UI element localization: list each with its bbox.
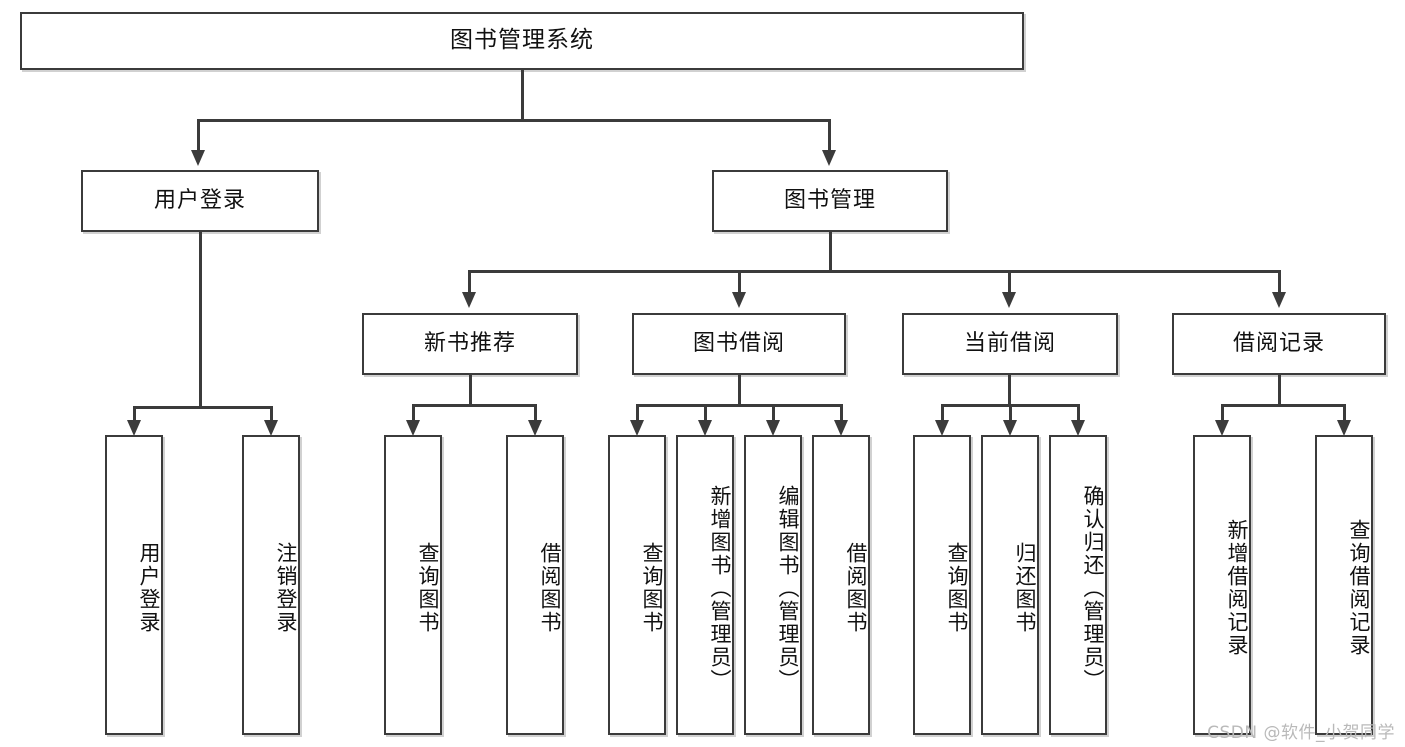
arrowhead-leaf-book-borrow-3 [766,420,780,436]
arrowhead-leaf-borrow-record-2 [1337,420,1351,436]
node-book-manage[interactable]: 图书管理 [712,170,948,232]
leaf-user-login-login[interactable]: 用户登录 [105,435,163,735]
connector-book-manage-stem [829,232,832,272]
connector-book-borrow-stem [738,375,741,406]
arrowhead-leaf-current-borrow-3 [1071,420,1085,436]
connector-book-borrow-child-3 [772,404,775,422]
connector-borrow-record-stem [1278,375,1281,406]
node-borrow-record[interactable]: 借阅记录 [1172,313,1386,375]
leaf-user-login-logout[interactable]: 注销登录 [242,435,300,735]
node-root-system[interactable]: 图书管理系统 [20,12,1024,70]
connector-book-manage-bus [468,270,1280,273]
leaf-label: 查询图书 [640,542,664,634]
connector-user-login-child-2 [270,406,273,422]
node-user-login[interactable]: 用户登录 [81,170,319,232]
connector-book-manage-child-3 [1008,270,1011,294]
leaf-label: 新增借阅记录 [1225,519,1249,657]
connector-book-borrow-bus [636,404,842,407]
leaf-borrow-record-query-record[interactable]: 查询借阅记录 [1315,435,1373,735]
leaf-current-borrow-confirm-return[interactable]: 确认归还（管理员） [1049,435,1107,735]
leaf-label: 借阅图书 [538,542,562,634]
arrowhead-leaf-new-book-1 [406,420,420,436]
connector-book-borrow-child-1 [636,404,639,422]
node-book-borrow[interactable]: 图书借阅 [632,313,846,375]
arrowhead-leaf-new-book-2 [528,420,542,436]
arrowhead-user-login [191,150,205,166]
connector-current-borrow-stem [1008,375,1011,406]
connector-root-stem [521,70,524,120]
leaf-label: 编辑图书（管理员） [776,484,800,692]
arrowhead-new-book-recommend [462,292,476,308]
leaf-label: 查询借阅记录 [1347,519,1371,657]
arrowhead-leaf-user-login-2 [264,420,278,436]
connector-new-book-child-1 [412,404,415,422]
connector-book-manage-child-4 [1278,270,1281,294]
leaf-new-book-query-book[interactable]: 查询图书 [384,435,442,735]
connector-book-manage-child-2 [738,270,741,294]
connector-user-login-stem [199,232,202,408]
connector-new-book-child-2 [534,404,537,422]
leaf-book-borrow-query-book[interactable]: 查询图书 [608,435,666,735]
leaf-label: 用户登录 [137,542,161,634]
arrowhead-borrow-record [1272,292,1286,308]
leaf-label: 确认归还（管理员） [1081,484,1105,692]
arrowhead-leaf-book-borrow-1 [630,420,644,436]
connector-book-borrow-child-2 [704,404,707,422]
connector-current-borrow-child-1 [941,404,944,422]
connector-root-to-user-login [197,119,200,151]
leaf-label: 查询图书 [945,542,969,634]
arrowhead-leaf-current-borrow-1 [935,420,949,436]
leaf-book-borrow-add-book[interactable]: 新增图书（管理员） [676,435,734,735]
arrowhead-leaf-book-borrow-2 [698,420,712,436]
connector-new-book-stem [469,375,472,406]
arrowhead-leaf-user-login-1 [127,420,141,436]
leaf-label: 新增图书（管理员） [708,484,732,692]
node-current-borrow[interactable]: 当前借阅 [902,313,1118,375]
connector-root-to-book-manage [828,119,831,151]
node-new-book-recommend[interactable]: 新书推荐 [362,313,578,375]
leaf-book-borrow-edit-book[interactable]: 编辑图书（管理员） [744,435,802,735]
arrowhead-book-borrow [732,292,746,308]
connector-current-borrow-child-3 [1077,404,1080,422]
connector-borrow-record-child-1 [1221,404,1224,422]
arrowhead-leaf-borrow-record-1 [1215,420,1229,436]
connector-book-borrow-child-4 [840,404,843,422]
leaf-book-borrow-borrow-book[interactable]: 借阅图书 [812,435,870,735]
connector-borrow-record-child-2 [1343,404,1346,422]
connector-current-borrow-child-2 [1009,404,1012,422]
leaf-current-borrow-query-book[interactable]: 查询图书 [913,435,971,735]
arrowhead-leaf-current-borrow-2 [1003,420,1017,436]
connector-book-manage-child-1 [468,270,471,294]
leaf-label: 归还图书 [1013,542,1037,634]
connector-user-login-child-1 [133,406,136,422]
leaf-current-borrow-return-book[interactable]: 归还图书 [981,435,1039,735]
connector-user-login-bus [133,406,272,409]
connector-new-book-bus [412,404,536,407]
leaf-new-book-borrow-book[interactable]: 借阅图书 [506,435,564,735]
leaf-label: 注销登录 [274,542,298,634]
leaf-label: 查询图书 [416,542,440,634]
arrowhead-current-borrow [1002,292,1016,308]
arrowhead-book-manage [822,150,836,166]
leaf-label: 借阅图书 [844,542,868,634]
connector-root-bus [197,119,830,122]
connector-borrow-record-bus [1221,404,1345,407]
arrowhead-leaf-book-borrow-4 [834,420,848,436]
leaf-borrow-record-add-record[interactable]: 新增借阅记录 [1193,435,1251,735]
